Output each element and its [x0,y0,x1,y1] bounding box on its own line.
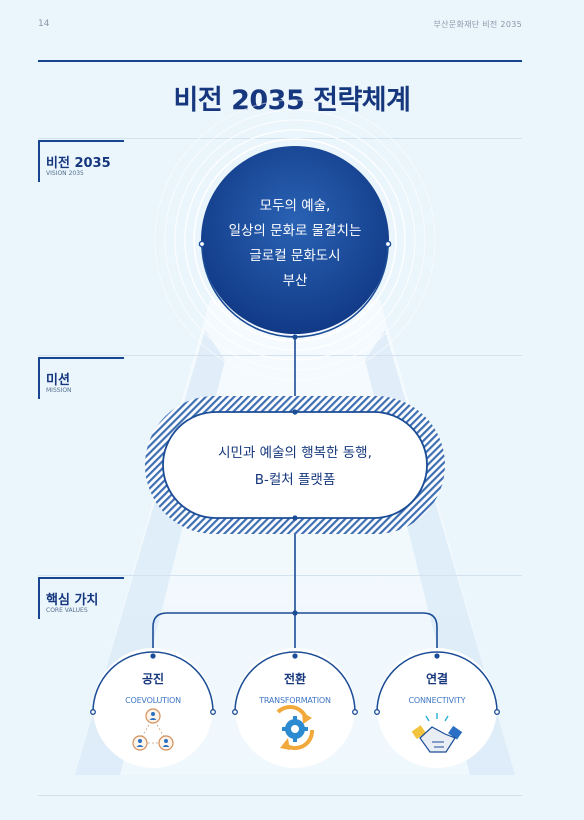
page-number: 14 [38,19,50,29]
vision-line: 글로컬 문화도시 [249,248,341,264]
value-transformation: 전환 TRANSFORMATION [240,670,350,705]
value-connectivity: 연결 CONNECTIVITY [382,670,492,705]
footer-rule [38,795,522,796]
value-subtitle: COEVOLUTION [125,696,181,705]
section-vision-subtitle: VISION 2035 [46,170,84,177]
value-coevolution: 공진 COEVOLUTION [98,670,208,705]
value-title: 공진 [141,672,165,686]
value-subtitle: TRANSFORMATION [259,696,331,705]
value-title: 연결 [425,672,449,686]
vision-line: 일상의 문화로 물결치는 [228,223,362,239]
section-values-subtitle: CORE VALUES [46,607,88,614]
value-title: 전환 [283,672,307,686]
section-vision-title: 비전 2035 [46,156,111,171]
header-rule [38,60,522,62]
publication-title: 부산문화재단 비전 2035 [433,20,522,29]
vision-circle [201,146,389,334]
section-mission-subtitle: MISSION [46,387,72,394]
vision-line: 모두의 예술, [259,198,331,214]
value-subtitle: CONNECTIVITY [408,696,466,705]
handshake-icon [411,713,463,753]
people-network-icon [132,708,174,751]
vision-statement: 모두의 예술, 일상의 문화로 물결치는 글로컬 문화도시 부산 [195,194,395,294]
section-mission-title: 미션 [46,373,70,388]
section-values-title: 핵심 가치 [46,593,99,608]
mission-line: B-컬처 플랫폼 [254,472,336,488]
mission-statement: 시민과 예술의 행복한 동행, B-컬처 플랫폼 [170,440,420,494]
vision-line: 부산 [282,273,308,289]
gear-cycle-icon [276,704,315,751]
mission-line: 시민과 예술의 행복한 동행, [218,445,372,461]
